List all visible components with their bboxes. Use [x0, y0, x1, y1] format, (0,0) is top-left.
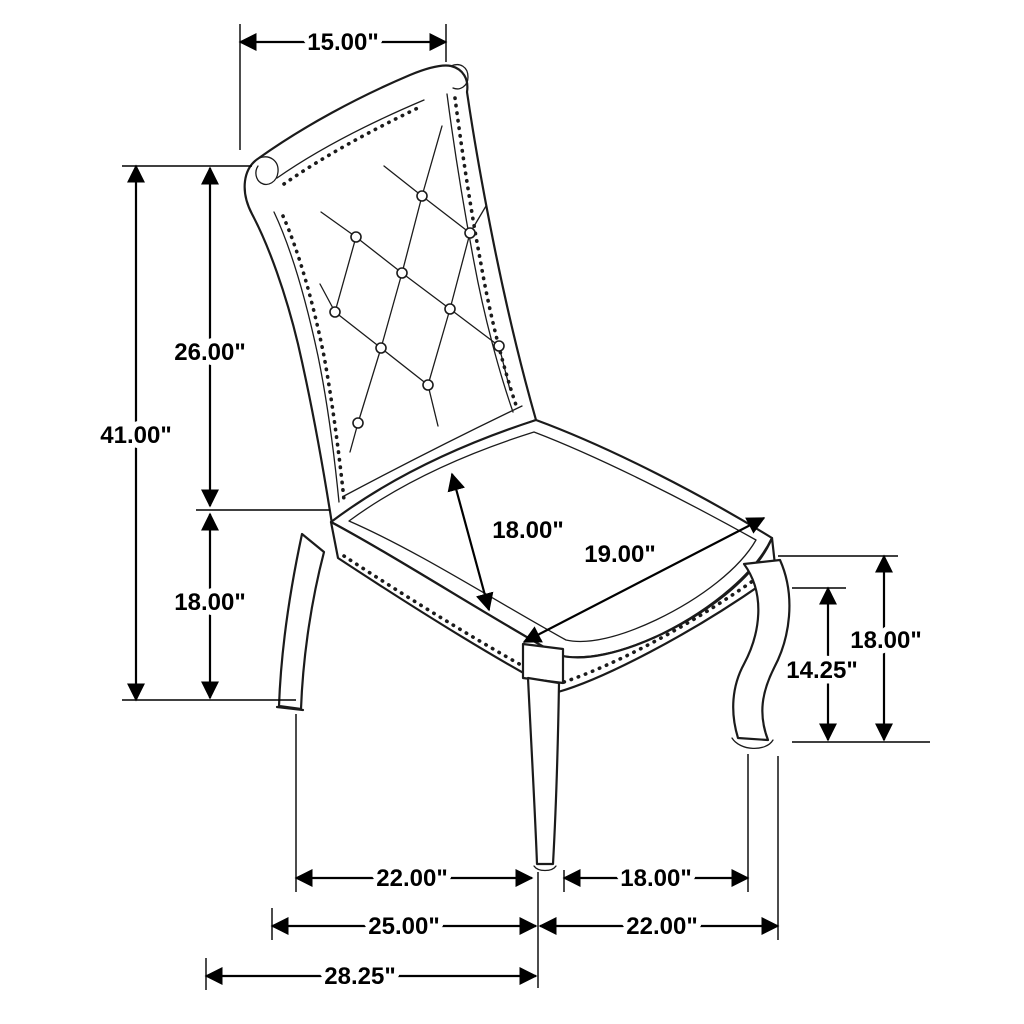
dimension-line — [447, 472, 494, 612]
dimension-label-seat-depth: 18.00" — [492, 517, 563, 544]
nailhead-trim-back-top — [282, 104, 424, 186]
tuft-button — [444, 303, 456, 315]
tuft-button — [375, 342, 387, 354]
tuft-button — [464, 227, 476, 239]
dimension-label-right-leg-height: 14.25" — [786, 657, 857, 684]
dimension-right-seat-height: 18.00" — [778, 554, 930, 743]
dimension-label-overall-depth: 28.25" — [324, 963, 395, 990]
back-frame-inner-top — [276, 99, 425, 179]
dimension-label-back-height: 26.00" — [174, 339, 245, 366]
dimension-back-height: 26.00" — [169, 166, 330, 511]
scroll-top-right — [450, 63, 469, 90]
tuft-button — [329, 306, 341, 318]
dimension-overall-depth: 28.25" — [204, 958, 538, 996]
scroll-top-left — [255, 156, 279, 186]
tufting-lattice — [319, 125, 511, 453]
dimension-label-span-rear-front: 22.00" — [376, 865, 447, 892]
tuft-buttons — [329, 190, 505, 429]
dimension-line — [522, 517, 766, 643]
dimension-label-span-front-side: 18.00" — [620, 865, 691, 892]
tuft-button — [493, 340, 505, 352]
dimension-label-seat-height-left: 18.00" — [174, 589, 245, 616]
dimension-overall-height: 41.00" — [95, 164, 296, 702]
dimension-top-width: 15.00" — [238, 24, 448, 150]
dimension-span-rear-front: 22.00" — [294, 714, 539, 988]
rear-leg — [277, 532, 326, 711]
dimension-label-width-lower: 22.00" — [626, 913, 697, 940]
front-leg — [526, 676, 561, 866]
front-leg-block — [521, 642, 565, 685]
tuft-button — [422, 379, 434, 391]
tuft-button — [352, 417, 364, 429]
dimension-seat-width: 19.00" — [522, 517, 766, 643]
dimension-label-seat-width: 19.00" — [584, 541, 655, 568]
dimension-label-overall-height: 41.00" — [100, 422, 171, 449]
tuft-button — [396, 267, 408, 279]
dimension-label-right-seat-height: 18.00" — [850, 627, 921, 654]
dimension-width-lower: 22.00" — [538, 756, 780, 946]
front-leg-foot — [533, 865, 557, 872]
chair-back-frame — [243, 64, 538, 526]
tuft-button — [350, 231, 362, 243]
dimension-label-top-width: 15.00" — [307, 29, 378, 56]
back-frame-inner-right — [446, 93, 514, 413]
rear-leg-foot — [275, 705, 305, 712]
chair-drawing — [243, 63, 791, 872]
cabriole-leg-foot — [731, 737, 774, 750]
dimension-right-leg-height: 14.25" — [781, 586, 863, 742]
back-frame-inner-left — [273, 211, 340, 503]
dimension-depth-lower: 25.00" — [270, 908, 538, 946]
dimension-seat-height-left: 18.00" — [169, 512, 251, 700]
nailhead-trim-apron-left — [342, 554, 554, 684]
dimension-span-front-side: 18.00" — [562, 754, 750, 898]
tuft-button — [416, 190, 428, 202]
dimension-label-depth-lower: 25.00" — [368, 913, 439, 940]
nailhead-trim-back-left — [281, 214, 346, 502]
